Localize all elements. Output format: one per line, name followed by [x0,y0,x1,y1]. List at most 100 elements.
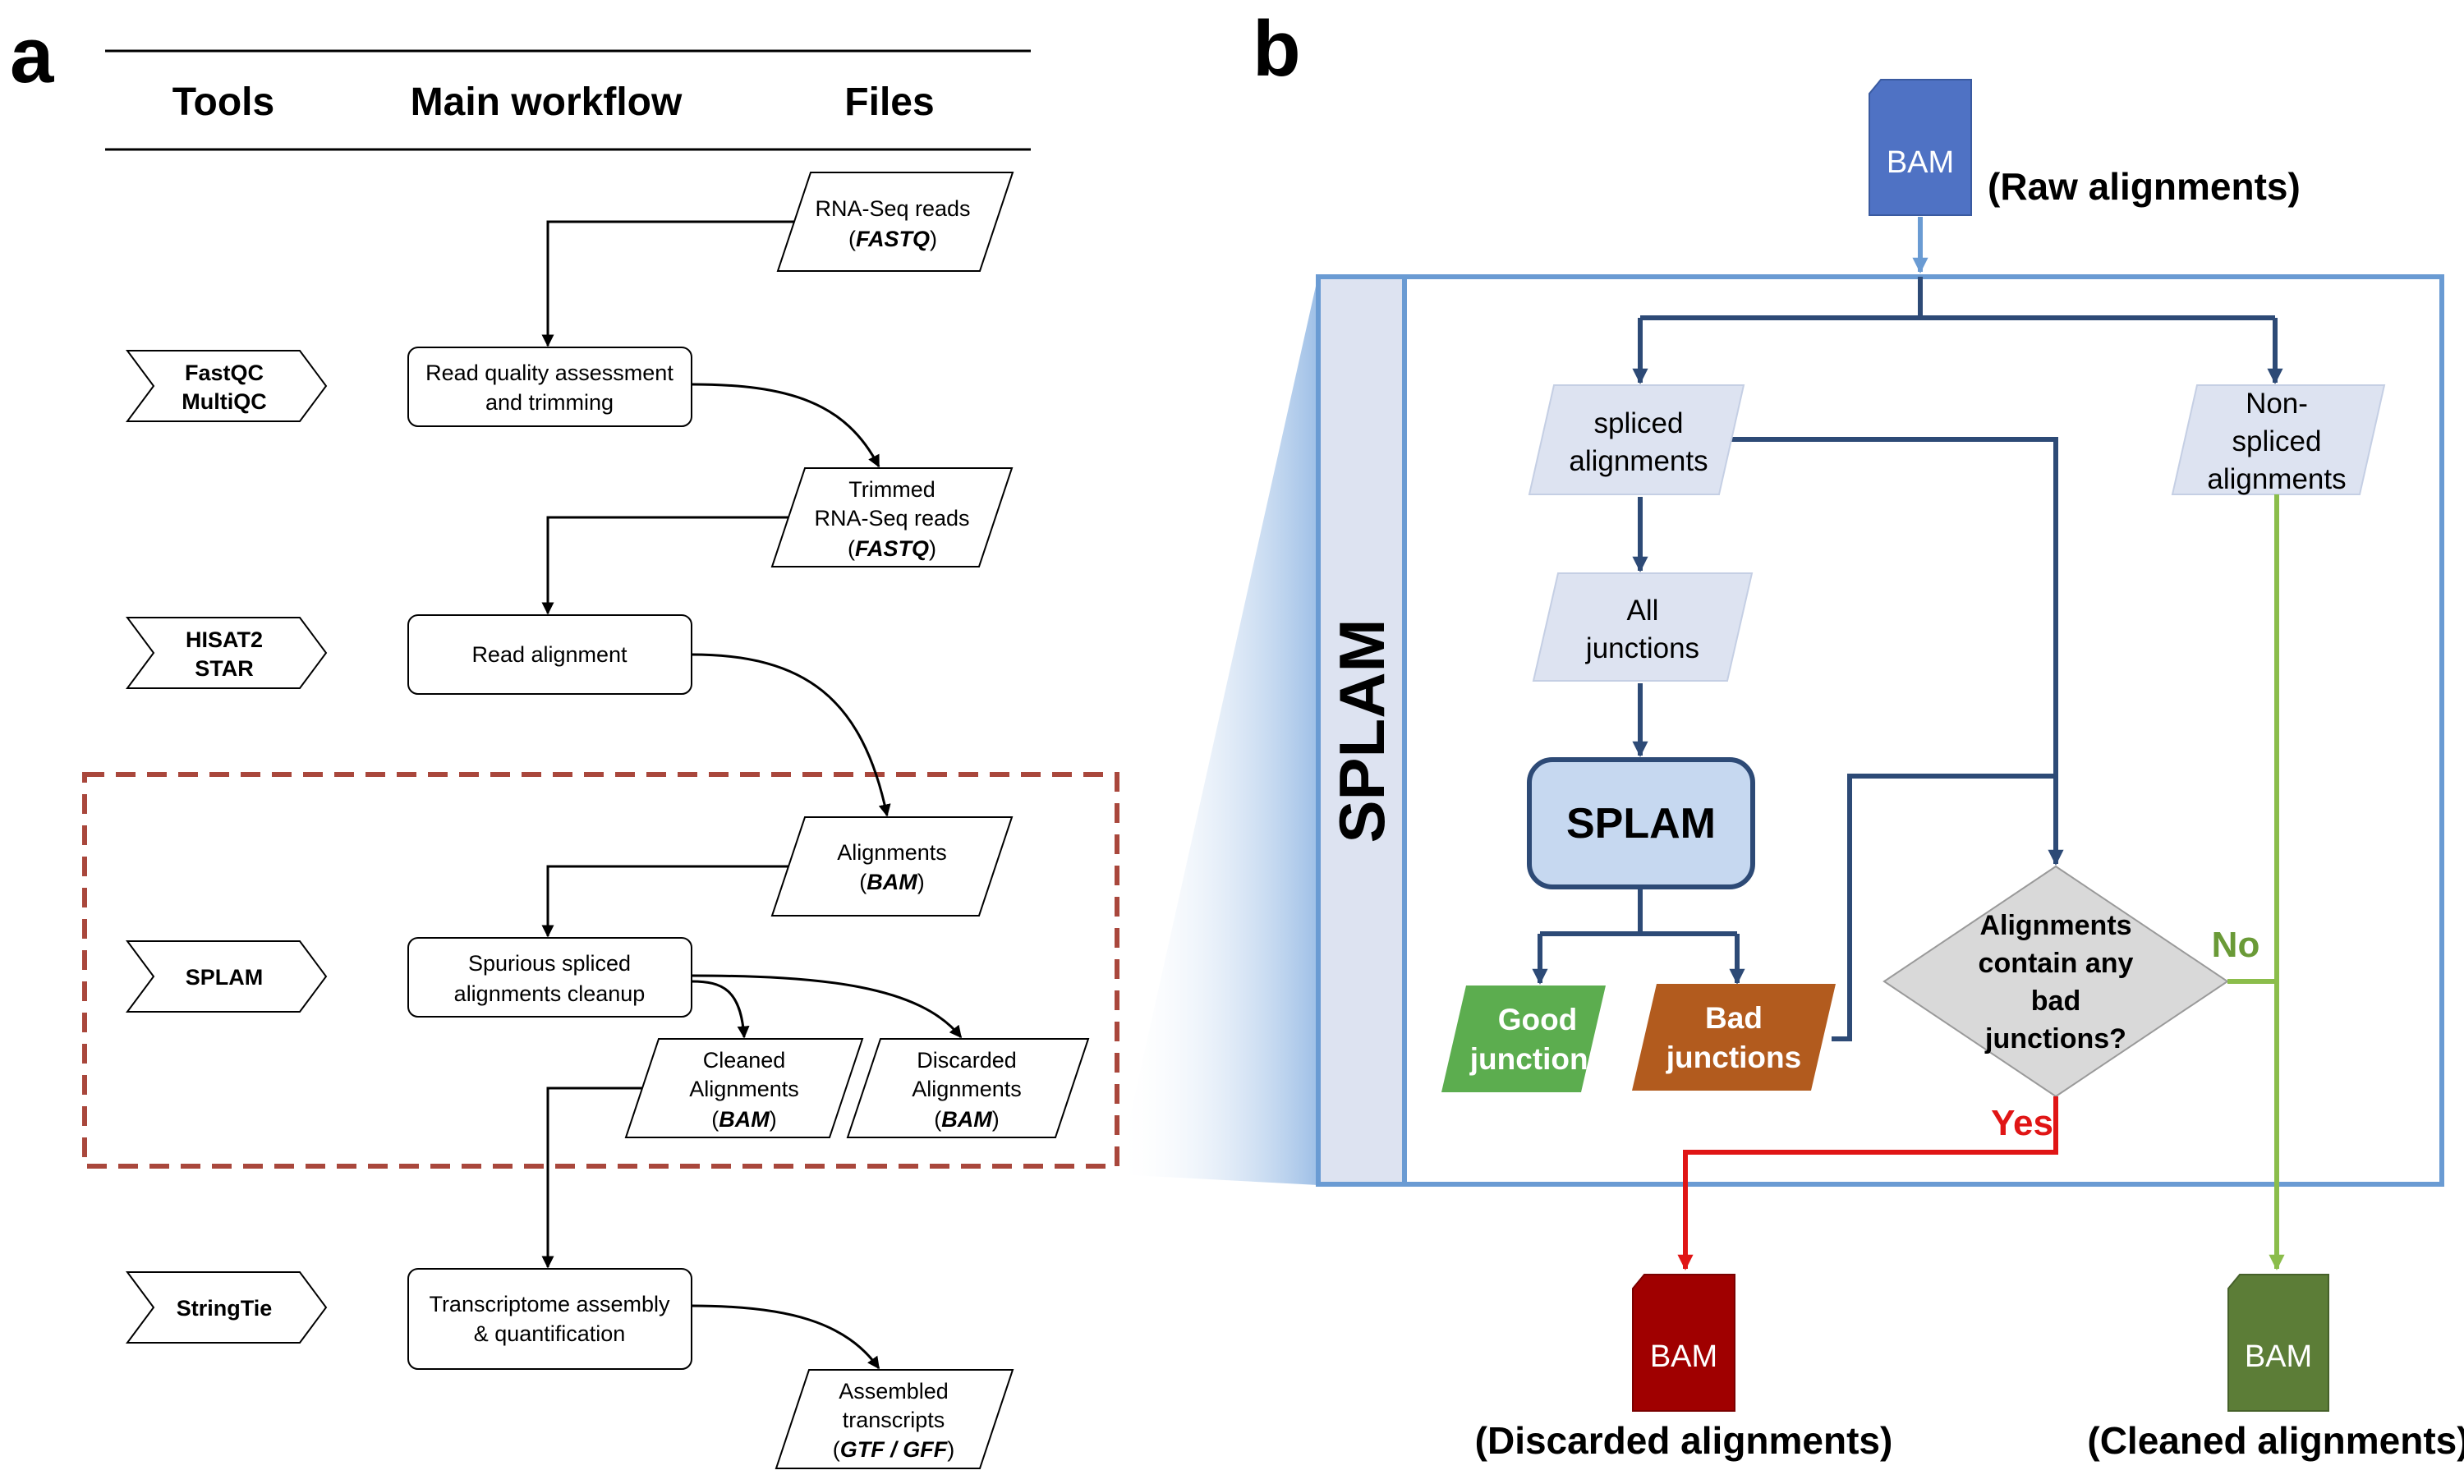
zoom-wedge [1117,275,1318,1185]
file-alignments-line1: Alignments [837,840,947,865]
discarded-bam-file-icon: BAM [1632,1274,1735,1412]
cleaned-bam-caption: (Cleaned alignments) [2087,1419,2464,1462]
raw-bam-caption: (Raw alignments) [1988,165,2301,208]
arrow-cleanup-to-discarded [691,974,963,1039]
file-alignments: Alignments (BAM) [770,816,1014,917]
header-files: Files [844,80,934,124]
cleaned-bam-label: BAM [2245,1339,2312,1374]
step-spurious-cleanup: Spurious spliced alignments cleanup [407,937,692,1018]
decision-no-label: No [2212,925,2260,965]
tool-stringtie-label: StringTie [177,1296,273,1321]
file-discarded-format-line: (BAM) [934,1107,1000,1132]
arrow-decision-yes-to-discarded [1677,1096,2058,1270]
step-read-quality: Read quality assessment and trimming [407,347,692,427]
file-cleaned-format-line: (BAM) [711,1107,777,1132]
tool-fastqc-chevron: FastQC MultiQC [126,350,328,422]
arrow-trim-to-trimmed-reads [691,383,880,468]
all-junctions-line1: All [1627,595,1659,627]
splam-model-box: SPLAM [1527,757,1755,889]
discarded-bam-caption: (Discarded alignments) [1475,1419,1893,1462]
splam-model-label: SPLAM [1566,800,1716,848]
file-cleaned-alignments: Cleaned Alignments (BAM) [624,1038,864,1138]
step-transcriptome-assembly: Transcriptome assembly & quantification [407,1268,692,1370]
bad-junctions-line2: junctions [1666,1041,1801,1074]
arrow-assembly-to-assembled [691,1304,880,1370]
good-junctions-line1: Good [1498,1003,1578,1036]
bad-junctions-node: Bad junctions [1632,984,1836,1091]
step-read-alignment: Read alignment [407,614,692,695]
all-junctions-node: All junctions [1532,572,1754,682]
splam-side-title: SPLAM [1326,619,1398,843]
step-spurious-cleanup-line2: alignments cleanup [454,981,646,1006]
file-assembled-line1: Assembled [839,1379,949,1404]
raw-bam-label: BAM [1887,145,1954,180]
file-assembled-format: GTF / GFF [840,1437,949,1462]
spliced-alignments-node: spliced alignments [1528,384,1745,495]
decision-line2: contain any [1979,948,2134,979]
file-rna-seq-reads-format-line: (FASTQ) [848,227,937,251]
spliced-line1: spliced [1594,407,1684,439]
decision-line4: junctions? [1984,1023,2126,1054]
arrow-cleanup-to-cleaned [691,980,750,1039]
file-discarded-line1: Discarded [917,1048,1017,1073]
split-line-horizontal [1640,277,2275,320]
file-assembled-transcripts: Assembled transcripts (GTF / GFF) [775,1369,1014,1469]
file-trimmed-reads-format-line: (FASTQ) [848,536,936,561]
bad-junctions-to-decision-line [1832,774,2056,1041]
file-cleaned-format: BAM [719,1107,770,1132]
decision-line1: Alignments [1979,910,2131,941]
arrow-cleaned-to-assembly [541,1087,642,1269]
step-transcriptome-assembly-line2: & quantification [474,1321,626,1346]
file-assembled-line2: transcripts [843,1408,945,1432]
spliced-line2: alignments [1569,445,1708,477]
file-assembled-format-line: (GTF / GFF) [833,1437,954,1462]
discarded-bam-label: BAM [1650,1339,1717,1374]
splam-region-dashed-box [82,772,1119,1169]
file-trimmed-reads-format: FASTQ [855,536,929,561]
file-rna-seq-reads: RNA-Seq reads (FASTQ) [776,172,1014,272]
decision-line3: bad [2031,986,2080,1017]
cleaned-bam-file-icon: BAM [2227,1274,2329,1412]
good-junctions-line2: junctions [1469,1042,1605,1076]
arrow-spliced-to-decision [1719,437,2064,866]
splam-output-split [1540,887,1737,936]
tool-multiqc-label: MultiQC [182,389,266,414]
tool-splam-label: SPLAM [186,965,264,990]
good-junctions-node: Good junctions [1441,986,1606,1092]
file-cleaned-line2: Alignments [689,1077,799,1101]
step-spurious-cleanup-line1: Spurious spliced [468,951,631,976]
file-rna-seq-reads-format: FASTQ [856,227,930,251]
file-alignments-format-line: (BAM) [859,870,925,894]
tool-fastqc-label: FastQC [185,361,264,385]
step-read-alignment-label: Read alignment [471,642,627,667]
non-spliced-line2: spliced [2232,425,2322,457]
all-junctions-line2: junctions [1585,632,1699,664]
file-discarded-format: BAM [941,1107,992,1132]
bad-junctions-line1: Bad [1705,1001,1763,1035]
tool-stringtie-chevron: StringTie [126,1271,328,1344]
step-transcriptome-assembly-line1: Transcriptome assembly [429,1292,670,1316]
file-rna-seq-reads-line1: RNA-Seq reads [815,196,970,221]
decision-yes-label: Yes [1991,1103,2053,1143]
raw-bam-file-icon: BAM [1869,79,1972,216]
file-cleaned-line1: Cleaned [703,1048,786,1073]
tool-hisat2-label: HISAT2 [186,627,263,652]
step-read-quality-line2: and trimming [485,390,614,415]
file-trimmed-reads: Trimmed RNA-Seq reads (FASTQ) [770,467,1014,567]
header-main-workflow: Main workflow [411,80,683,124]
tool-aligners-chevron: HISAT2 STAR [126,617,328,689]
file-trimmed-reads-line1: Trimmed [848,477,935,502]
file-alignments-format: BAM [867,870,917,894]
arrow-alignments-to-cleanup [541,865,788,938]
step-read-quality-line1: Read quality assessment [425,361,673,385]
file-discarded-line2: Alignments [912,1077,1022,1101]
panel-a-label: a [10,11,54,99]
file-discarded-alignments: Discarded Alignments (BAM) [846,1038,1090,1138]
panel-b-label: b [1253,5,1301,93]
header-tools: Tools [172,80,274,124]
non-spliced-alignments-node: Non- spliced alignments [2171,384,2386,495]
non-spliced-line1: Non- [2246,388,2308,420]
file-trimmed-reads-line2: RNA-Seq reads [814,506,969,531]
arrow-reads-to-trim [541,220,794,347]
